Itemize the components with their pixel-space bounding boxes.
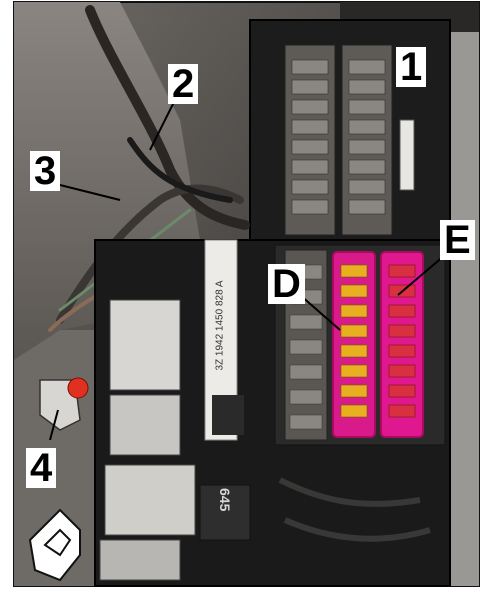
white-latch [399,119,415,191]
qr-code [212,395,244,435]
callout-4: 4 [26,448,57,488]
relay-text: 645 [217,488,233,512]
red-marker [67,377,89,399]
callout-1: 1 [396,47,427,87]
upper-fuse-slots [291,59,386,215]
callout-2: 2 [168,64,199,104]
bottom-wiring [278,477,431,542]
callout-3: 3 [30,151,61,191]
clip-symbol-icon [28,508,81,582]
sticker-text: 3Z 1942 1450 828 A [214,280,226,371]
fuse-row-d-fuses [340,264,368,418]
relay-connectors [99,299,196,581]
grey-fuse-slots [289,264,323,430]
callout-d: D [268,264,305,304]
callout-leaders [49,99,446,441]
relay-645 [199,484,251,541]
fuse-row-e-fuses [388,264,416,418]
callout-e: E [440,220,475,260]
